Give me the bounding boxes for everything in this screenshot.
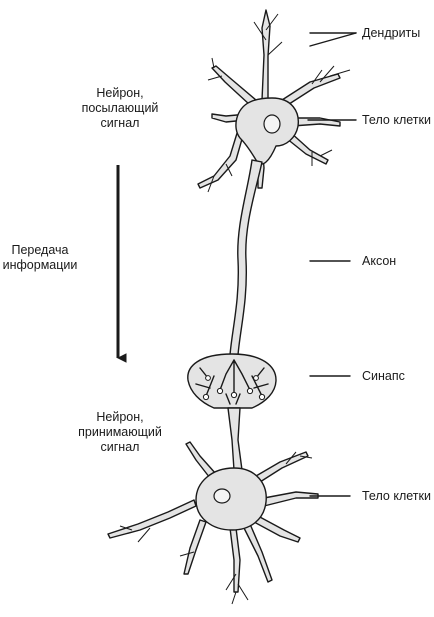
receiving-neuron — [107, 407, 319, 605]
dendrite — [291, 117, 341, 127]
label-sending-neuron-line: Нейрон, — [96, 86, 144, 100]
nucleus-bottom — [213, 488, 231, 504]
label-cell-body-bottom: Тело клетки — [362, 489, 431, 503]
label-dendrites: Дендриты — [362, 26, 421, 40]
label-transfer: Передача информации — [0, 243, 80, 273]
dendrite — [229, 527, 241, 593]
label-sending-neuron-line: посылающий — [81, 101, 159, 115]
dendrite — [227, 407, 243, 471]
label-receiving-neuron-line: сигнал — [100, 440, 140, 454]
label-sending-neuron: Нейрон, посылающий сигнал — [70, 86, 170, 131]
sending-neuron — [197, 9, 351, 356]
leader-dendrites-b — [309, 32, 357, 47]
dendrite — [243, 523, 273, 583]
dendrite — [211, 65, 257, 106]
axon — [229, 159, 263, 356]
nucleus-top — [263, 114, 281, 134]
label-axon: Аксон — [362, 254, 397, 268]
dendrite — [185, 441, 217, 479]
label-sending-neuron-line: сигнал — [100, 116, 140, 130]
dendrite — [197, 129, 245, 189]
label-transfer-line: Передача — [11, 243, 69, 257]
cell-body-bottom — [195, 467, 267, 531]
dendrite — [263, 491, 319, 507]
dendrite — [281, 73, 341, 107]
dendrite — [183, 519, 207, 575]
label-transfer-line: информации — [2, 258, 78, 272]
dendrite — [107, 499, 197, 539]
synapse-region — [187, 353, 277, 409]
label-synapse: Синапс — [362, 369, 405, 383]
dendrite — [253, 515, 301, 543]
synapse-terminal — [187, 353, 277, 409]
label-receiving-neuron: Нейрон, принимающий сигнал — [68, 410, 172, 455]
leader-lines — [307, 32, 357, 497]
label-cell-body-top: Тело клетки — [362, 113, 431, 127]
label-receiving-neuron-line: принимающий — [78, 425, 162, 439]
dendrite — [261, 9, 271, 101]
label-receiving-neuron-line: Нейрон, — [96, 410, 144, 424]
